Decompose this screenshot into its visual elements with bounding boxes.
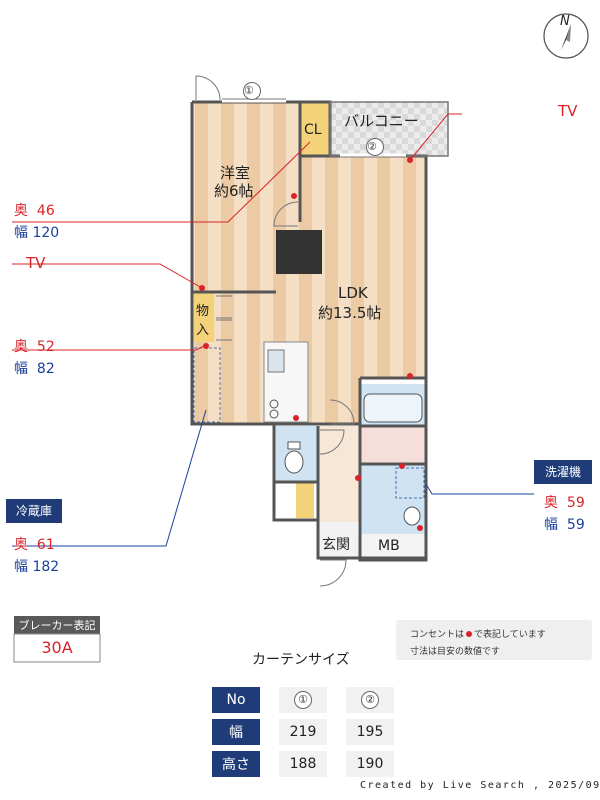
toilet-bowl (284, 450, 304, 474)
curtain-cell: 190 (346, 751, 394, 777)
stove-burner (269, 409, 279, 419)
table-row: 高さ 188 190 (212, 751, 394, 777)
curtain-header-no: No (212, 687, 260, 713)
entrance-label: 玄関 (322, 537, 350, 553)
curtain-title: カーテンサイズ (252, 652, 350, 668)
outlet-markers (199, 157, 423, 531)
outlet-legend-dot (466, 631, 473, 637)
structural-column (276, 230, 322, 274)
curtain-row-label: 幅 (212, 719, 260, 745)
fridge-title: 冷蔵庫 (6, 499, 62, 523)
table-row: 幅 219 195 (212, 719, 394, 745)
tv-label-top: TV (558, 102, 578, 120)
doors (195, 75, 355, 587)
curtain-header-row: No ① ② (212, 687, 394, 713)
compass-north-label: N (560, 14, 570, 29)
outlet-dot (407, 373, 413, 379)
storage-label-line2: 入 (196, 323, 210, 338)
storage-floor (194, 292, 214, 342)
washer-title: 洗濯機 (534, 460, 592, 484)
entrance-floor (318, 522, 358, 558)
curtain-header-window-1: ① (279, 687, 327, 713)
bathtub (363, 393, 423, 423)
toilet-tank (287, 441, 301, 450)
fridge-dimensions: 奥 61 幅 182 (14, 537, 60, 575)
curtain-cell: 219 (279, 719, 327, 745)
western-room-size: 約6帖 (214, 182, 254, 200)
hall-floor (318, 426, 360, 522)
footer-credit: Created by Live Search , 2025/09 (360, 780, 600, 791)
compass (543, 13, 589, 59)
outlet-dot (417, 525, 423, 531)
stove-burner (269, 399, 279, 409)
dimension-w2: 奥 52 幅 82 (14, 339, 55, 377)
storage-label-line1: 物 (196, 304, 210, 319)
window-2-marker: ② (366, 135, 384, 156)
western-room-name: 洋室 (220, 164, 251, 182)
breaker-value: 30A (41, 638, 73, 657)
notes-line1: コンセントはで表記しています (410, 630, 546, 640)
outlet-dot (293, 415, 299, 421)
balcony-label: バルコニー (344, 112, 419, 130)
breaker-value-box (13, 633, 101, 663)
window-1-marker: ① (243, 79, 261, 100)
balcony-floor (330, 102, 448, 156)
wash-basin (403, 506, 421, 526)
outlet-dot (203, 343, 209, 349)
curtain-cell: 195 (346, 719, 394, 745)
curtain-cell: 188 (279, 751, 327, 777)
washer-dimensions: 奥 59 幅 59 (544, 495, 585, 533)
closet-label: CL (304, 122, 322, 138)
mb-label: MB (378, 538, 400, 554)
notes-box (396, 620, 592, 660)
ldk-name: LDK (338, 284, 368, 302)
mb-box (358, 534, 426, 560)
breaker-title: ブレーカー表記 (18, 619, 96, 632)
notes-line2: 寸法は目安の数値です (410, 647, 501, 657)
outlet-dot (355, 475, 361, 481)
breaker-title-bg (14, 616, 100, 634)
outlet-dot (291, 193, 297, 199)
kitchen-sink (267, 349, 285, 373)
shoe-cabinet (296, 482, 314, 518)
vanity-floor (360, 426, 426, 464)
curtain-size-table: No ① ② 幅 219 195 高さ 188 190 (212, 681, 394, 783)
curtain-row-label: 高さ (212, 751, 260, 777)
outlet-dot (399, 463, 405, 469)
washer-space (395, 467, 425, 499)
curtain-header-window-2: ② (346, 687, 394, 713)
leader-lines (12, 113, 534, 547)
ldk-size: 約13.5帖 (318, 304, 382, 322)
dimension-w1: 奥 46 幅 120 (14, 203, 60, 241)
tv-label-left: TV (26, 254, 46, 272)
